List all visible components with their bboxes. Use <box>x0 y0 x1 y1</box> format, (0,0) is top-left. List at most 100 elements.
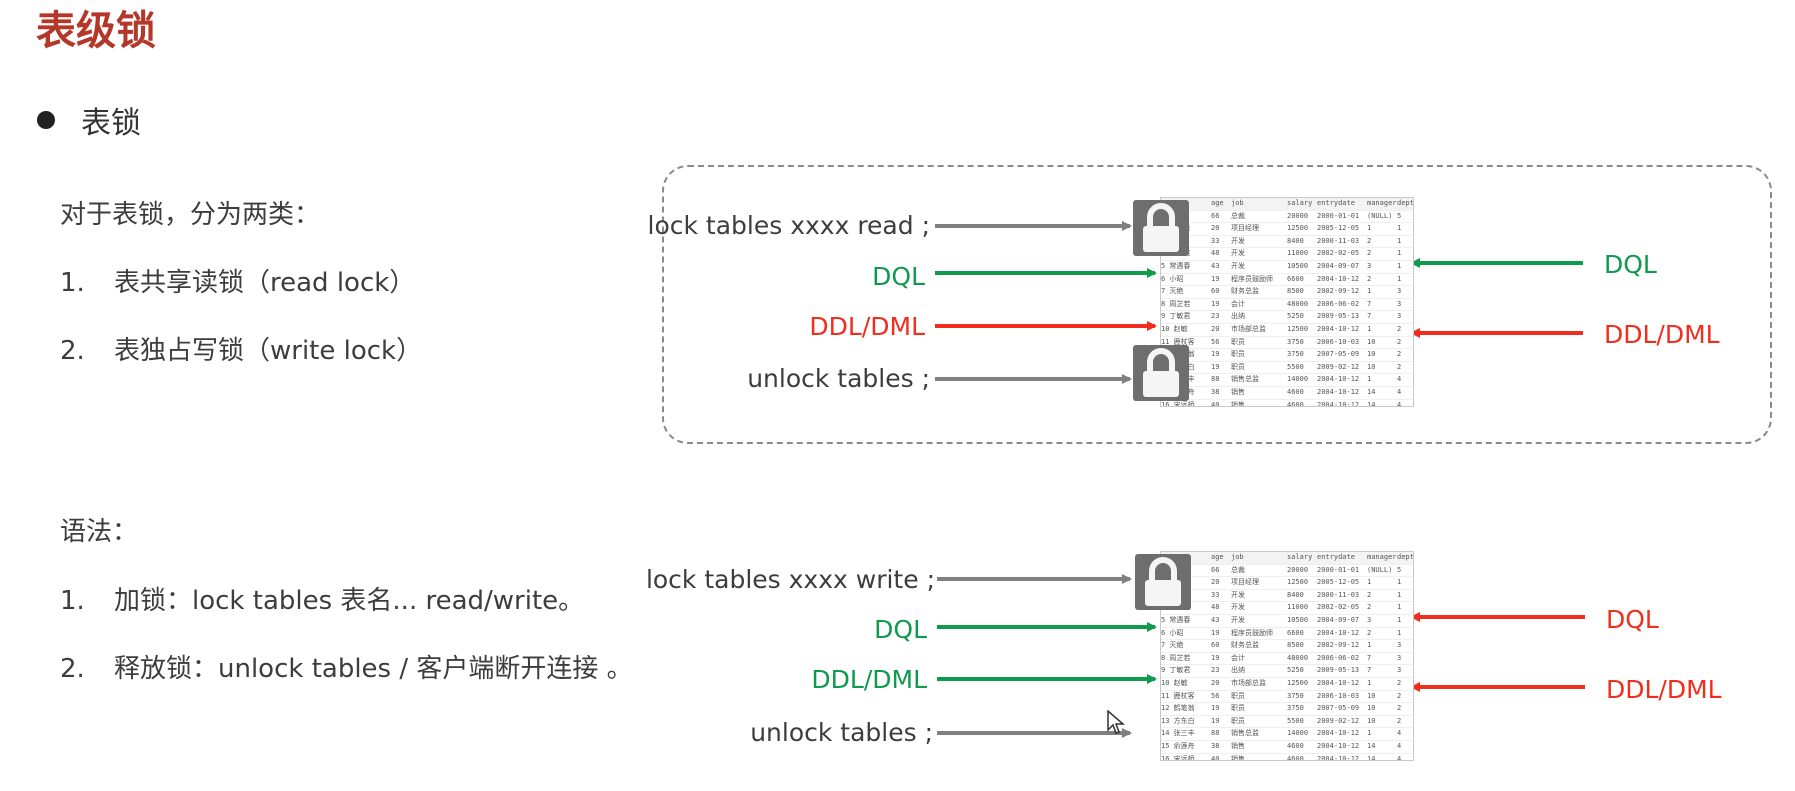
intro-item-1-num: 1. <box>60 268 85 298</box>
table-cell: 5500 <box>1287 716 1304 725</box>
table-cell: 总裁 <box>1231 211 1245 220</box>
table-cell: 2006-10-03 <box>1317 337 1360 346</box>
table-cell: 2000-11-03 <box>1317 590 1360 599</box>
table-cell: 3750 <box>1287 691 1304 700</box>
table-cell: 16 宋远桥 <box>1161 754 1195 761</box>
label-dql-read: DQL <box>872 262 925 291</box>
table-cell: 5250 <box>1287 666 1304 675</box>
table-cell: 2009-02-12 <box>1317 362 1360 371</box>
table-cell: 7 <box>1367 299 1372 308</box>
table-cell: 销售 <box>1231 387 1245 396</box>
table-cell: 12 鹤笔翁 <box>1161 704 1195 713</box>
table-cell: 5 <box>1397 565 1402 574</box>
table-cell: dept_id <box>1397 553 1413 561</box>
table-cell: 8 周芷若 <box>1161 299 1191 308</box>
table-cell: 2 <box>1397 362 1402 371</box>
table-cell: 开发 <box>1231 615 1245 624</box>
table-cell: 2004-10-12 <box>1317 678 1360 687</box>
table-cell: 20 <box>1211 224 1220 233</box>
table-cell: 1 <box>1367 678 1372 687</box>
table-cell: 19 <box>1211 704 1220 713</box>
table-cell: 19 <box>1211 628 1220 637</box>
table-cell: 2 <box>1367 274 1372 283</box>
table-cell: 7 灭绝 <box>1161 641 1184 650</box>
table-cell: 2002-02-05 <box>1317 603 1360 612</box>
table-cell: 6600 <box>1287 274 1304 283</box>
table-cell: 2004-09-07 <box>1317 615 1360 624</box>
table-cell: 程序员鼓励师 <box>1231 274 1273 283</box>
table-cell: 10 赵敏 <box>1161 324 1188 333</box>
table-cell: 8500 <box>1287 641 1304 650</box>
table-cell: 10 <box>1367 691 1376 700</box>
table-cell: 2 <box>1367 236 1372 245</box>
label-right-dql-read: DQL <box>1604 250 1657 279</box>
table-cell: 4 <box>1397 741 1402 750</box>
table-cell: 14000 <box>1287 375 1309 384</box>
mouse-cursor-icon <box>1107 710 1125 734</box>
intro-item-1-text: 表共享读锁（read lock） <box>114 268 416 298</box>
padlock-icon <box>1133 200 1189 256</box>
table-cell: 20000 <box>1287 565 1309 574</box>
table-cell: 8400 <box>1287 590 1304 599</box>
table-cell: 19 <box>1211 299 1220 308</box>
table-cell: 3 <box>1397 312 1402 321</box>
table-cell: 10 <box>1367 337 1376 346</box>
table-cell: 2 <box>1397 704 1402 713</box>
table-cell: 2009-02-12 <box>1317 716 1360 725</box>
table-cell: 33 <box>1211 590 1220 599</box>
table-cell: 1 <box>1397 274 1402 283</box>
table-cell: 2004-10-12 <box>1317 324 1360 333</box>
table-cell: 7 <box>1367 653 1372 662</box>
table-cell: 9 丁敏君 <box>1161 666 1191 675</box>
table-cell: 1 <box>1367 578 1372 587</box>
intro-item-2-text: 表独占写锁（write lock） <box>114 336 423 366</box>
syntax-heading: 语法： <box>60 517 139 547</box>
table-cell: 2004-10-12 <box>1317 754 1360 761</box>
table-cell: 开发 <box>1231 249 1245 258</box>
table-cell: 40 <box>1211 754 1220 761</box>
table-cell: 出纳 <box>1231 666 1245 675</box>
table-cell: 14 <box>1367 754 1376 761</box>
table-cell: 6 小昭 <box>1161 274 1184 283</box>
intro-item-2-num: 2. <box>60 336 85 366</box>
label-unlock-write: unlock tables ; <box>750 718 933 747</box>
page-title: 表级锁 <box>36 8 156 54</box>
table-cell: 开发 <box>1231 236 1245 245</box>
table-cell: 2 <box>1397 678 1402 687</box>
padlock-icon <box>1133 345 1189 401</box>
table-cell: 7 <box>1367 666 1372 675</box>
table-cell: 4 <box>1397 729 1402 738</box>
table-cell: 2002-09-12 <box>1317 287 1360 296</box>
table-cell: 职员 <box>1231 362 1245 371</box>
table-cell: 1 <box>1397 590 1402 599</box>
table-cell: 12500 <box>1287 578 1309 587</box>
label-right-ddl-read: DDL/DML <box>1604 320 1720 349</box>
table-cell: 3 <box>1397 653 1402 662</box>
table-cell: 14 张三丰 <box>1161 729 1195 738</box>
table-cell: 2 <box>1397 716 1402 725</box>
table-cell: 财务总监 <box>1231 641 1259 650</box>
read-lock-diagram-frame <box>662 165 1772 444</box>
table-cell: 3 <box>1397 287 1402 296</box>
table-cell: 2 <box>1367 590 1372 599</box>
table-cell: 23 <box>1211 666 1220 675</box>
table-cell: entrydate <box>1317 199 1355 207</box>
bullet-dot <box>37 111 55 129</box>
table-cell: 6600 <box>1287 628 1304 637</box>
table-cell: 市场部总监 <box>1231 324 1266 333</box>
syntax-item-1: 1.加锁：lock tables 表名... read/write。 <box>60 580 584 617</box>
table-cell: 1 <box>1367 324 1372 333</box>
table-cell: 职员 <box>1231 350 1245 359</box>
table-cell: 7 <box>1367 312 1372 321</box>
table-cell: 14 <box>1367 400 1376 407</box>
label-unlock-read: unlock tables ; <box>747 364 930 393</box>
table-cell: 48 <box>1211 603 1220 612</box>
table-cell: 3 <box>1397 666 1402 675</box>
table-cell: 2 <box>1367 249 1372 258</box>
